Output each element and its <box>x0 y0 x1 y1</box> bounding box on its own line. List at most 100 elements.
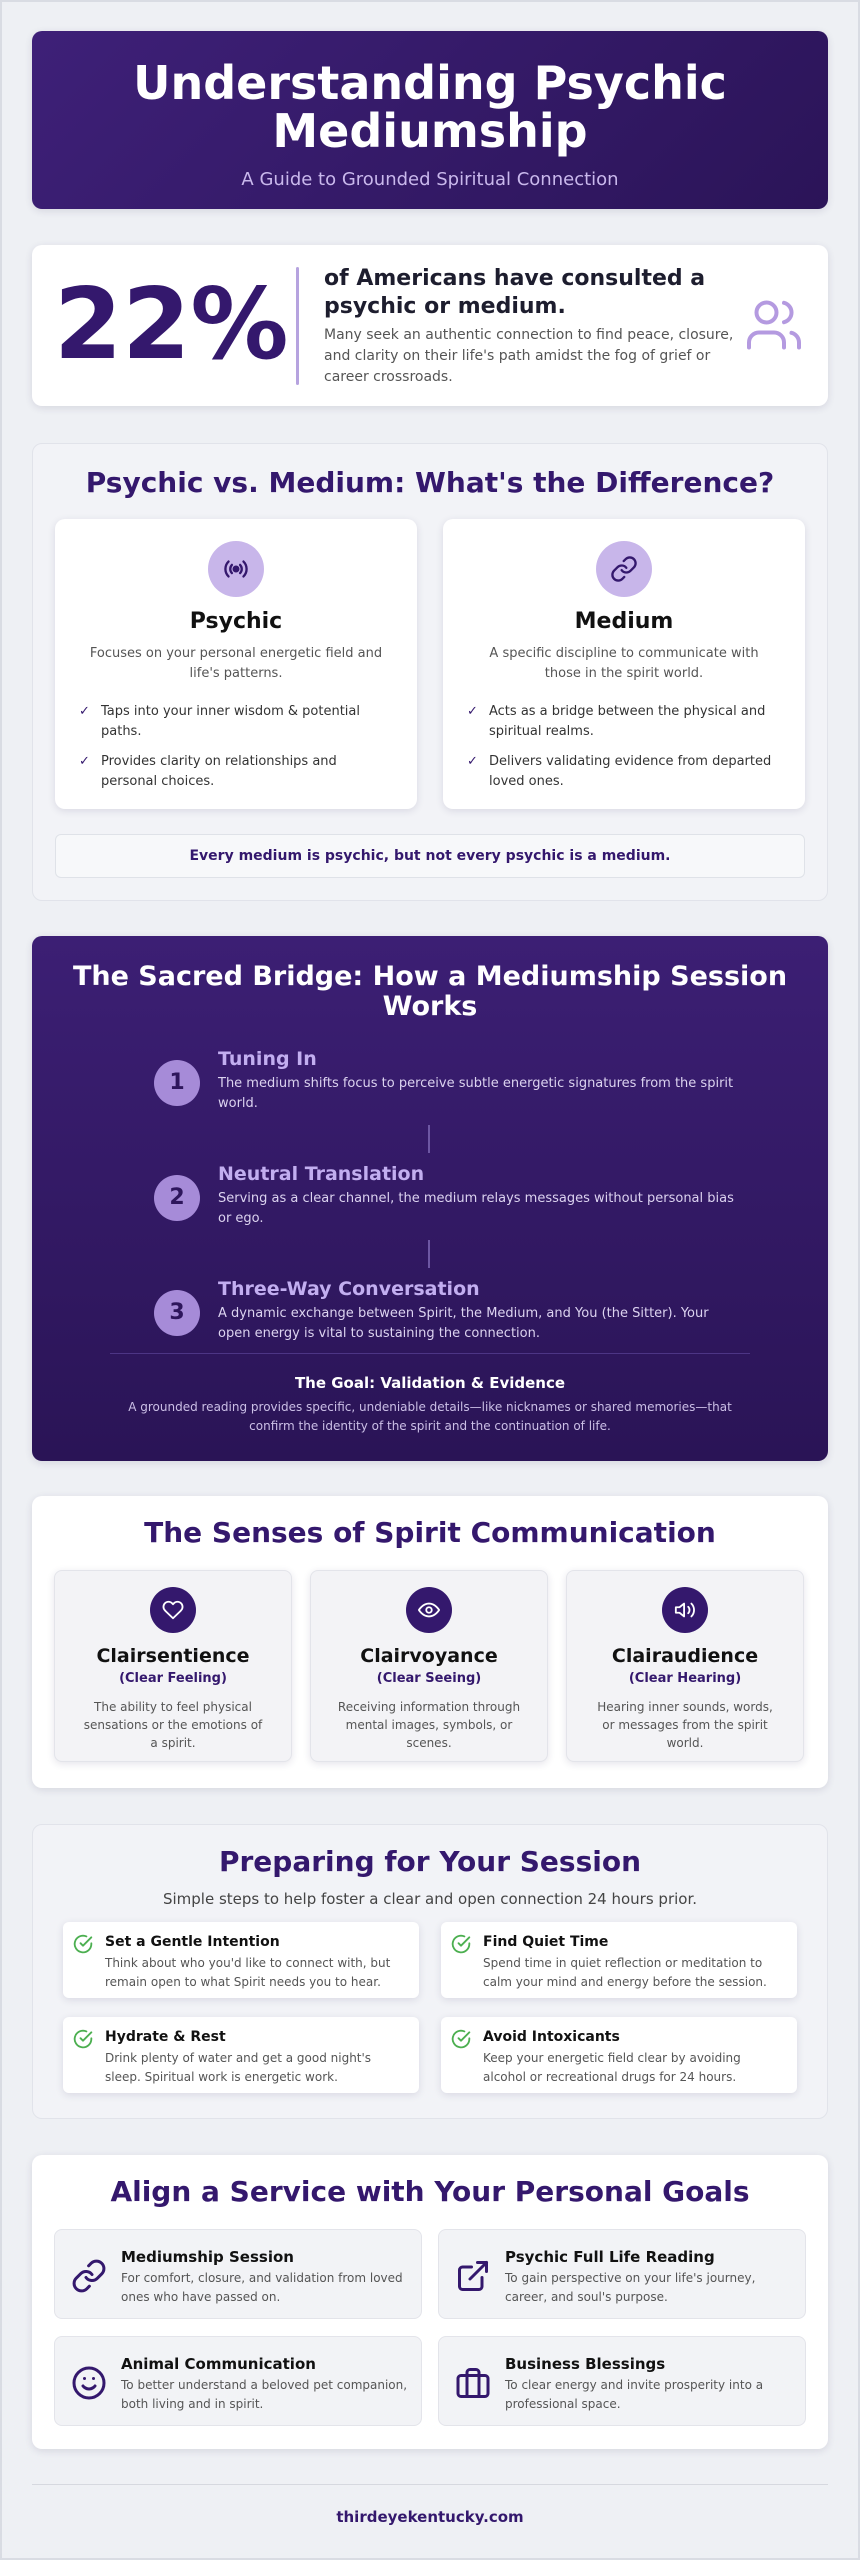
sense-description: Receiving information through mental ima… <box>337 1700 521 1750</box>
list-item: ✓Provides clarity on relationships and p… <box>79 752 393 792</box>
service-name: Animal Communication <box>121 2355 316 2373</box>
step-number: 1 <box>154 1060 200 1106</box>
check-icon: ✓ <box>79 754 90 769</box>
tip-title: Avoid Intoxicants <box>483 2029 620 2045</box>
tip-card: Set a Gentle Intention Think about who y… <box>63 1922 419 1998</box>
service-name: Mediumship Session <box>121 2248 294 2266</box>
speaker-icon <box>662 1587 708 1633</box>
psychic-name: Psychic <box>189 609 283 634</box>
tip-title: Find Quiet Time <box>483 1934 609 1950</box>
tip-description: Drink plenty of water and get a good nig… <box>105 2051 372 2084</box>
medium-description: A specific discipline to communicate wit… <box>489 646 759 681</box>
bridge-divider <box>110 1353 750 1354</box>
tip-card: Hydrate & Rest Drink plenty of water and… <box>63 2017 419 2093</box>
tip-description: Think about who you'd like to connect wi… <box>105 1956 391 1989</box>
service-card-mediumship: Mediumship Session For comfort, closure,… <box>54 2229 422 2319</box>
sense-card-clairaudience: Clairaudience (Clear Hearing) Hearing in… <box>566 1570 804 1762</box>
bridge-title: The Sacred Bridge: How a Mediumship Sess… <box>72 961 788 1022</box>
sense-name: Clairvoyance <box>360 1645 498 1667</box>
service-card-life-reading: Psychic Full Life Reading To gain perspe… <box>438 2229 806 2319</box>
signal-icon <box>208 541 264 597</box>
sense-name: Clairaudience <box>611 1645 759 1667</box>
medium-name: Medium <box>574 609 674 634</box>
tip-title: Set a Gentle Intention <box>105 1934 280 1950</box>
senses-section: The Senses of Spirit Communication Clair… <box>32 1496 828 1788</box>
service-description: To clear energy and invite prosperity in… <box>505 2378 764 2411</box>
check-icon: ✓ <box>467 704 478 719</box>
step-title: Tuning In <box>218 1048 317 1070</box>
comparison-note: Every medium is psychic, but not every p… <box>55 834 805 878</box>
preparation-section: Preparing for Your Session Simple steps … <box>32 1824 828 2119</box>
page-subtitle: A Guide to Grounded Spiritual Connection <box>241 169 619 190</box>
briefcase-icon <box>456 2368 490 2398</box>
service-card-animal: Animal Communication To better understan… <box>54 2336 422 2426</box>
stat-headline: of Americans have consulted a psychic or… <box>324 266 706 319</box>
senses-title: The Senses of Spirit Communication <box>144 1516 716 1549</box>
heart-icon <box>150 1587 196 1633</box>
medium-points: ✓Acts as a bridge between the physical a… <box>467 702 781 792</box>
smiley-icon <box>72 2366 106 2400</box>
step-description: Serving as a clear channel, the medium r… <box>218 1191 734 1226</box>
psychic-description: Focuses on your personal energetic field… <box>89 646 383 681</box>
check-circle-icon <box>73 2029 93 2049</box>
prepare-title: Preparing for Your Session <box>218 1845 642 1878</box>
step-description: A dynamic exchange between Spirit, the M… <box>218 1306 709 1341</box>
footer-divider <box>32 2484 828 2485</box>
step-title: Neutral Translation <box>218 1163 425 1185</box>
service-name: Business Blessings <box>505 2355 666 2373</box>
step-number: 3 <box>154 1290 200 1336</box>
eye-icon <box>406 1587 452 1633</box>
stat-divider <box>296 267 299 385</box>
tip-description: Keep your energetic field clear by avoid… <box>483 2051 741 2084</box>
services-section: Align a Service with Your Personal Goals… <box>32 2155 828 2449</box>
step-number: 2 <box>154 1175 200 1221</box>
step-3: 3 Three-Way Conversation A dynamic excha… <box>154 1278 754 1358</box>
service-description: To gain perspective on your life's journ… <box>505 2271 756 2304</box>
check-circle-icon <box>73 1934 93 1954</box>
psychic-points: ✓Taps into your inner wisdom & potential… <box>79 702 393 792</box>
session-steps-section: The Sacred Bridge: How a Mediumship Sess… <box>32 936 828 1461</box>
link-icon <box>596 541 652 597</box>
list-item: ✓Acts as a bridge between the physical a… <box>467 702 781 742</box>
check-circle-icon <box>451 1934 471 1954</box>
check-icon: ✓ <box>467 754 478 769</box>
hero-header: Understanding Psychic Mediumship A Guide… <box>32 31 828 209</box>
people-icon <box>747 300 801 350</box>
service-description: For comfort, closure, and validation fro… <box>121 2271 403 2304</box>
check-circle-icon <box>451 2029 471 2049</box>
sense-subtitle: (Clear Feeling) <box>119 1671 227 1686</box>
goal-description: A grounded reading provides specific, un… <box>128 1400 732 1433</box>
step-description: The medium shifts focus to perceive subt… <box>218 1076 734 1111</box>
tip-card: Find Quiet Time Spend time in quiet refl… <box>441 1922 797 1998</box>
stat-card: 22% of Americans have consulted a psychi… <box>32 245 828 406</box>
services-title: Align a Service with Your Personal Goals <box>110 2175 750 2208</box>
step-connector <box>428 1125 430 1153</box>
sense-card-clairsentience: Clairsentience (Clear Feeling) The abili… <box>54 1570 292 1762</box>
sense-subtitle: (Clear Seeing) <box>376 1671 482 1686</box>
sense-card-clairvoyance: Clairvoyance (Clear Seeing) Receiving in… <box>310 1570 548 1762</box>
tip-title: Hydrate & Rest <box>105 2029 226 2045</box>
step-2: 2 Neutral Translation Serving as a clear… <box>154 1163 754 1243</box>
sense-description: The ability to feel physical sensations … <box>83 1700 263 1750</box>
tip-description: Spend time in quiet reflection or medita… <box>483 1956 767 1989</box>
psychic-card: Psychic Focuses on your personal energet… <box>55 519 417 809</box>
tip-card: Avoid Intoxicants Keep your energetic fi… <box>441 2017 797 2093</box>
footer-site-link[interactable]: thirdeyekentucky.com <box>336 2508 524 2526</box>
step-1: 1 Tuning In The medium shifts focus to p… <box>154 1048 754 1128</box>
sense-subtitle: (Clear Hearing) <box>628 1671 742 1686</box>
goal-title: The Goal: Validation & Evidence <box>294 1374 566 1392</box>
medium-card: Medium A specific discipline to communic… <box>443 519 805 809</box>
sense-description: Hearing inner sounds, words, or messages… <box>597 1700 773 1750</box>
service-description: To better understand a beloved pet compa… <box>121 2378 408 2411</box>
external-arrow-icon <box>458 2261 488 2291</box>
link-icon <box>72 2259 106 2293</box>
service-card-business: Business Blessings To clear energy and i… <box>438 2336 806 2426</box>
check-icon: ✓ <box>79 704 90 719</box>
service-name: Psychic Full Life Reading <box>505 2248 715 2266</box>
comparison-title: Psychic vs. Medium: What's the Differenc… <box>85 466 775 499</box>
prepare-lead: Simple steps to help foster a clear and … <box>162 1890 698 1908</box>
page-title: Understanding Psychic Mediumship <box>133 56 727 158</box>
list-item: ✓Taps into your inner wisdom & potential… <box>79 702 393 742</box>
stat-description: Many seek an authentic connection to fin… <box>324 327 734 385</box>
